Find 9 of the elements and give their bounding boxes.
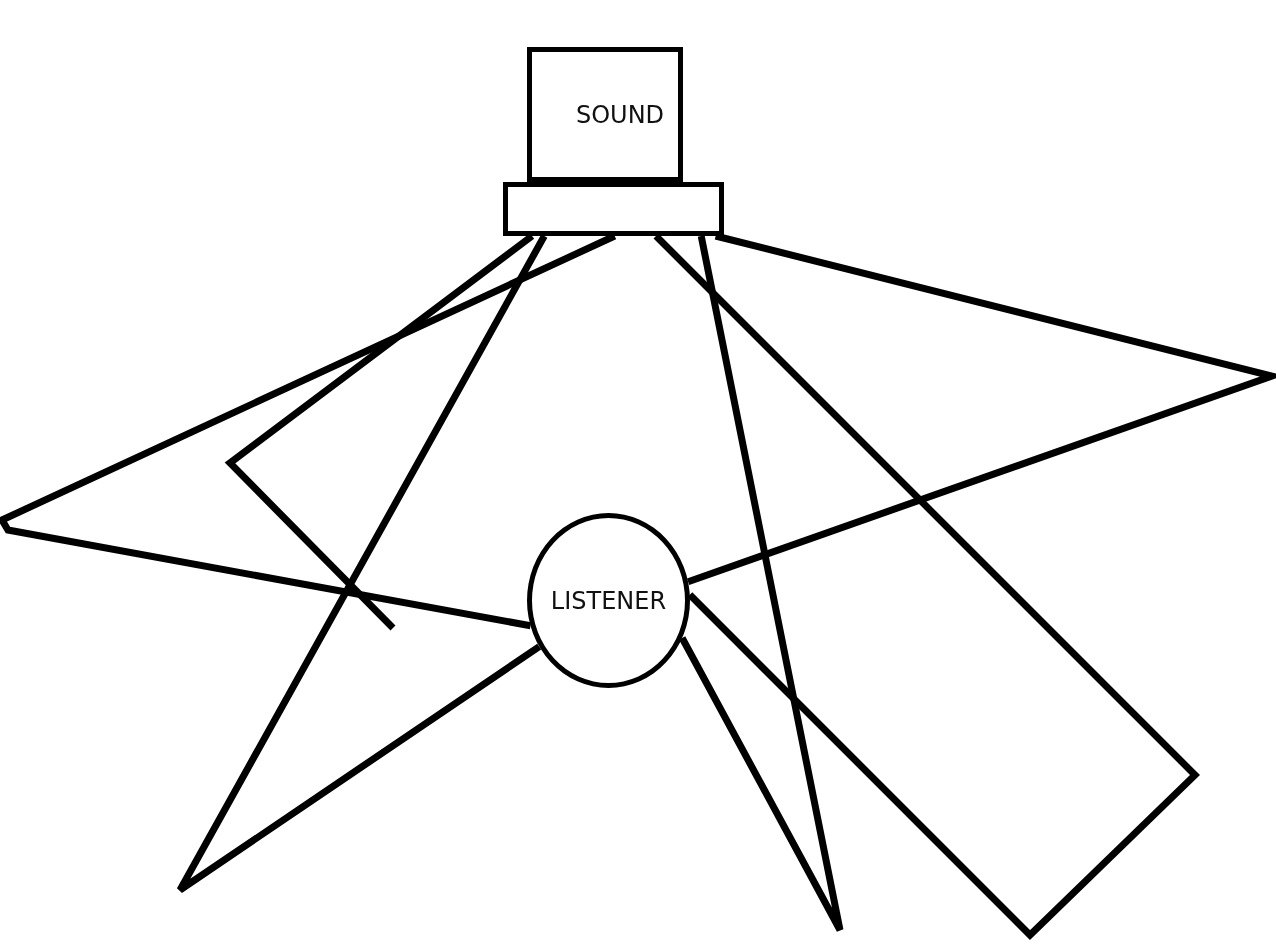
- sound-ray-line: [686, 232, 1276, 586]
- sound-ray-line: [176, 234, 548, 894]
- sound-source-box: [527, 47, 683, 182]
- circle-label: LISTENER: [550, 586, 667, 615]
- sound-ray-line: [679, 235, 844, 934]
- box-label: SOUND: [574, 100, 665, 129]
- base-bar: [503, 182, 724, 236]
- sound-ray-line: [653, 233, 1200, 940]
- sound-ray-line: [224, 233, 535, 631]
